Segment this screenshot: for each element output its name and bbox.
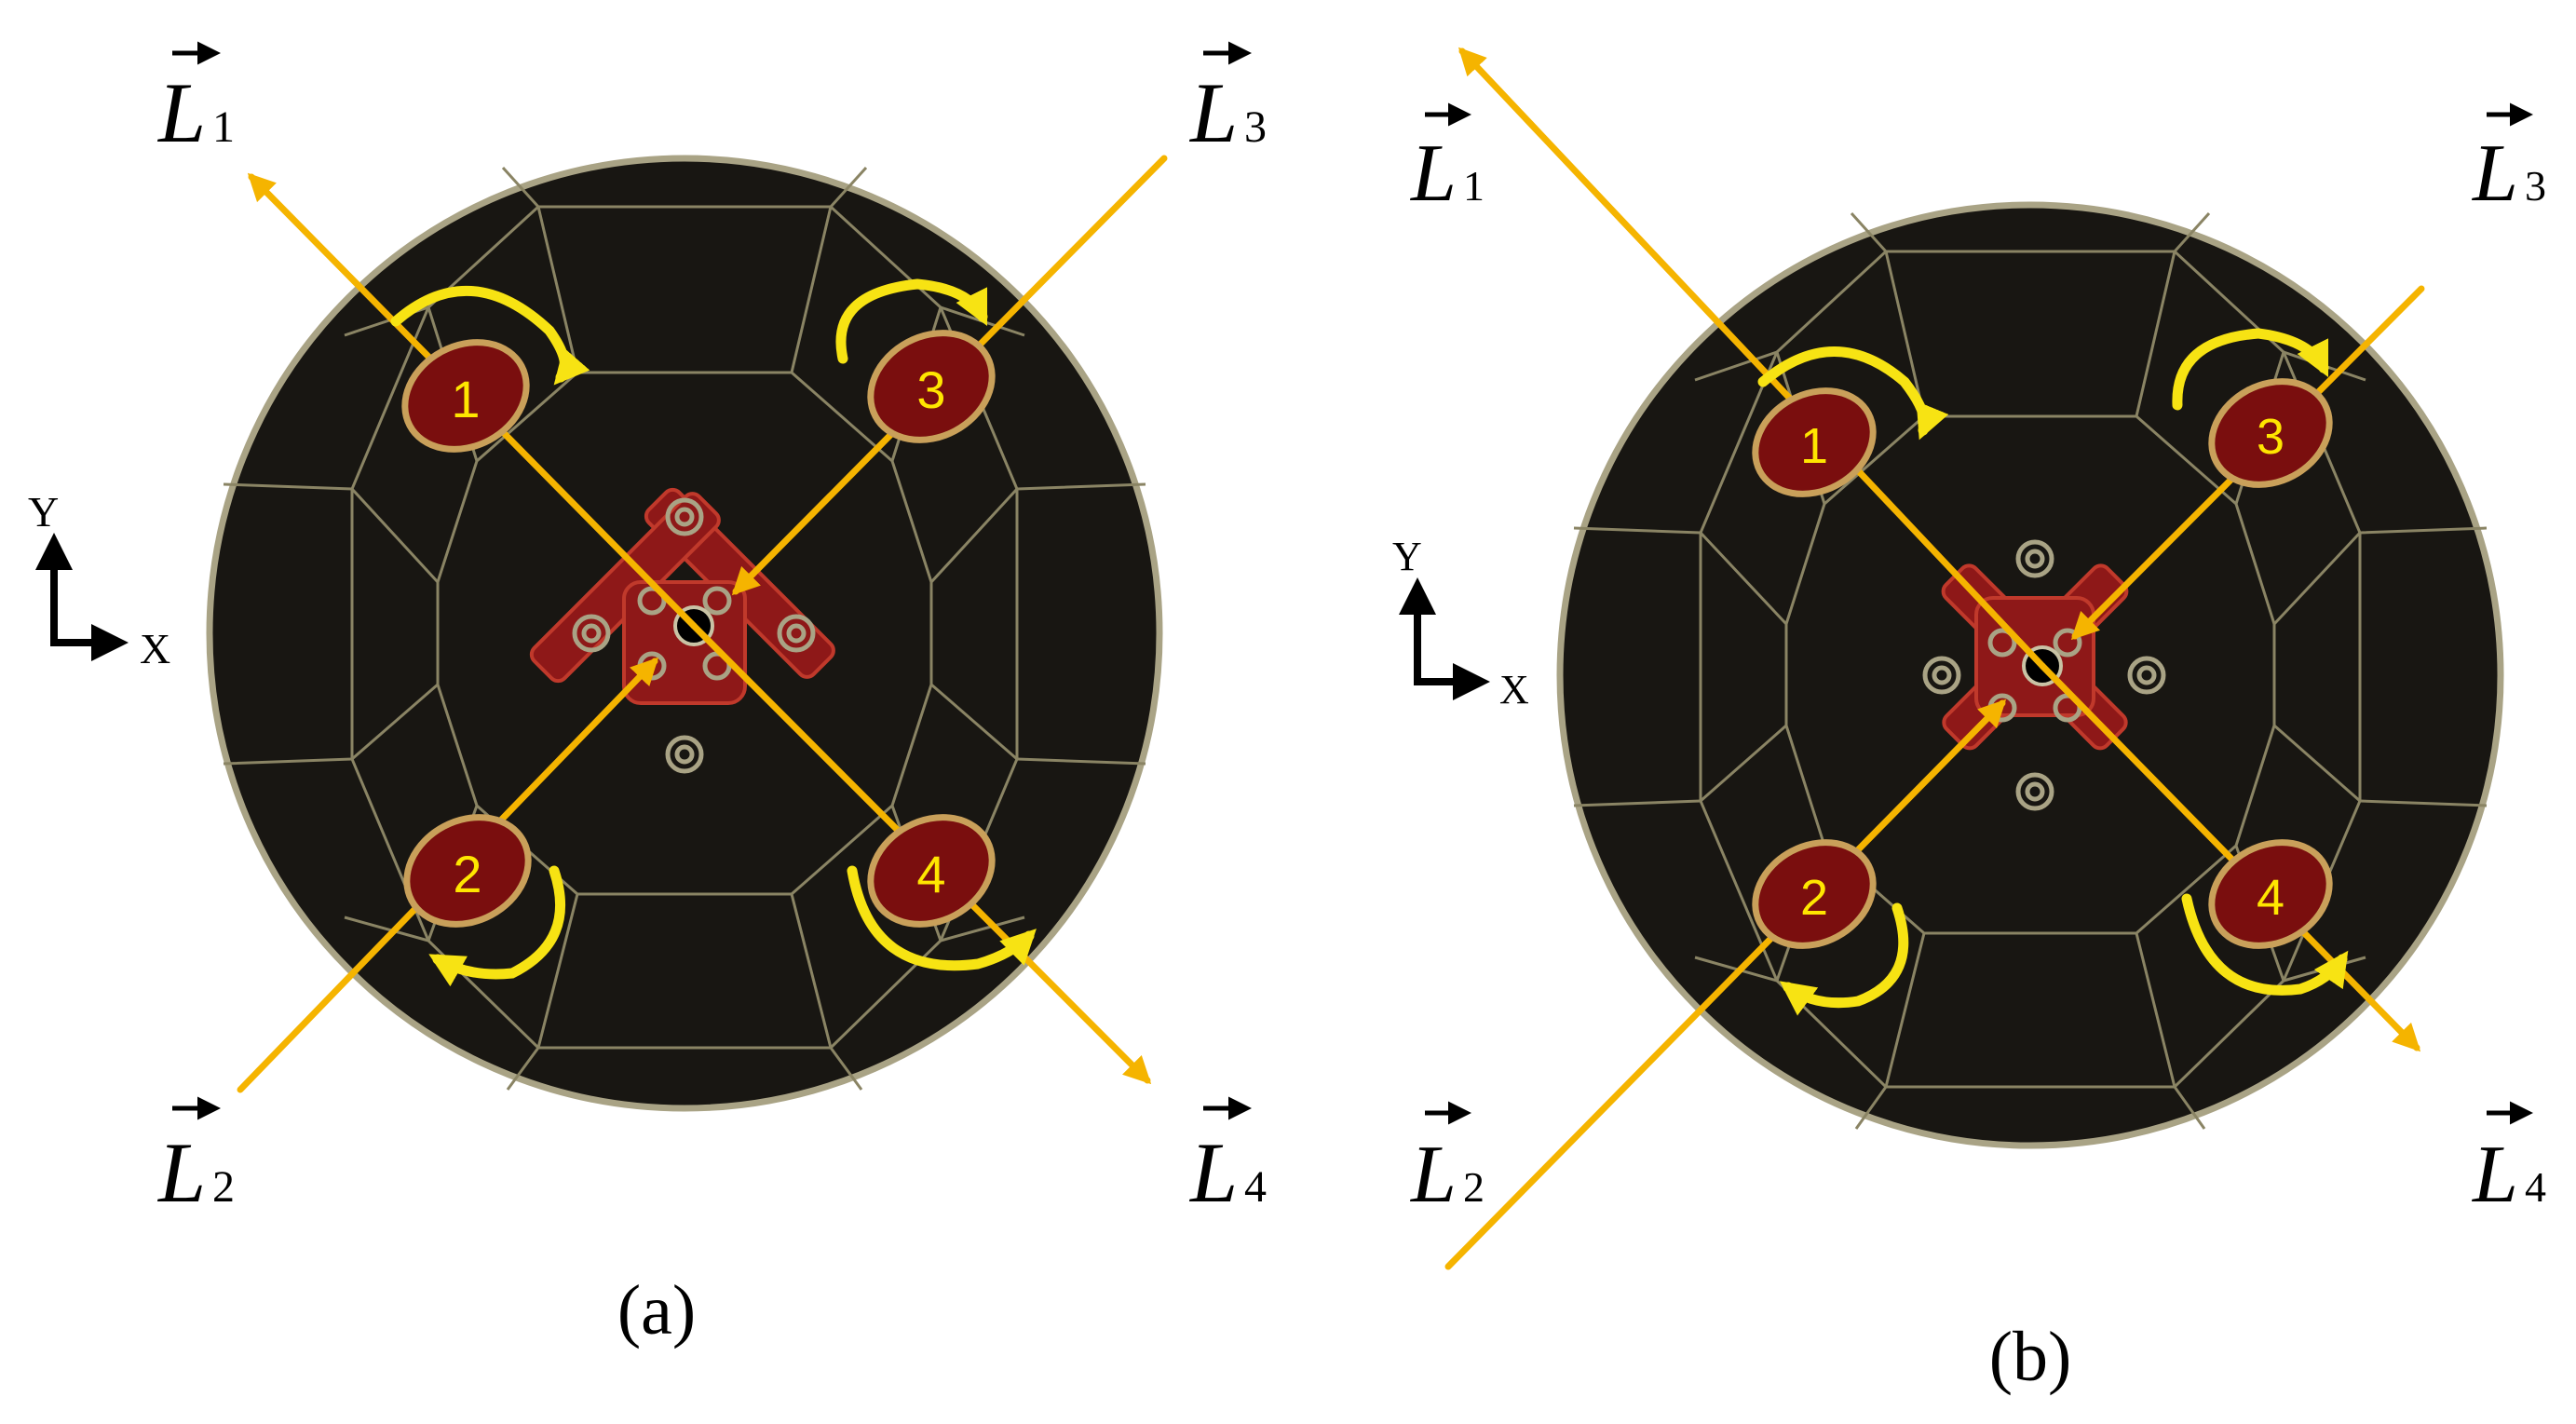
axis-indicator: Y X: [28, 488, 170, 672]
motor-1-label: 1: [451, 370, 480, 428]
vector-l4-label: L 4: [1188, 1096, 1267, 1220]
vector-l4-label: L 4: [2471, 1101, 2546, 1220]
motors: 1 3 2 4: [401, 330, 996, 928]
vector-l1-label: L 1: [1409, 102, 1485, 219]
ball-seams: [223, 166, 1146, 1091]
panel-b-caption: (b): [1989, 1318, 2072, 1396]
axis-x-label: X: [140, 625, 170, 672]
motor-3-label: 3: [916, 360, 945, 419]
svg-text:2: 2: [212, 1162, 235, 1212]
svg-text:4: 4: [1244, 1162, 1267, 1212]
svg-text:L: L: [156, 65, 206, 160]
svg-text:3: 3: [2525, 162, 2546, 210]
svg-text:1: 1: [212, 102, 235, 152]
rotation-arrows: [390, 278, 1037, 987]
motor-1-label: 1: [1800, 418, 1828, 474]
svg-text:L: L: [1188, 1125, 1238, 1220]
rotation-arrow-motor-4: [2181, 893, 2349, 996]
svg-text:L: L: [1409, 129, 1457, 219]
motor-1: 1: [401, 339, 530, 453]
vector-labels: L 1 L 3 L 2 L 4: [156, 41, 1267, 1220]
axis-indicator: Y X: [1392, 534, 1529, 712]
svg-text:4: 4: [2525, 1163, 2546, 1211]
vector-l3-label: L 3: [1188, 41, 1267, 160]
rotation-arrow-motor-2: [428, 865, 565, 987]
motor-1: 1: [1752, 387, 1877, 497]
vector-labels: L 1 L 3 L 2 L 4: [1409, 102, 2546, 1220]
vector-l1-label: L 1: [156, 41, 235, 160]
vector-l3-label: L 3: [2471, 102, 2546, 219]
panel-b: 1 3 2 4 L 1 L 3: [1392, 47, 2546, 1396]
axis-x-label: X: [1499, 667, 1529, 712]
rotation-arrow-motor-4: [847, 865, 1037, 971]
svg-text:3: 3: [1244, 102, 1267, 152]
rotation-arrow-motor-1: [390, 285, 590, 386]
rotation-arrow-motor-3: [2172, 328, 2329, 411]
svg-text:L: L: [2471, 1130, 2518, 1220]
svg-text:L: L: [156, 1125, 206, 1220]
motor-4: 4: [867, 814, 996, 928]
axis-y-label: Y: [28, 488, 59, 536]
motor-4-label: 4: [2257, 870, 2285, 926]
motor-3: 3: [867, 330, 996, 443]
vector-l2-label: L 2: [1409, 1101, 1485, 1220]
vector-l2-arrow: [1444, 698, 2007, 1270]
rotation-arrow-motor-1: [1757, 346, 1949, 441]
motor-4: 4: [2208, 839, 2333, 949]
vector-l4-arrow: [2039, 662, 2421, 1052]
rotation-arrow-motor-3: [835, 278, 988, 364]
axis-y-label: Y: [1392, 534, 1422, 579]
motor-2-label: 2: [1800, 870, 1828, 926]
svg-text:L: L: [1409, 1130, 1457, 1220]
motor-2: 2: [1752, 839, 1877, 949]
svg-text:1: 1: [1463, 162, 1485, 210]
panel-a-caption: (a): [617, 1271, 696, 1349]
vector-l2-label: L 2: [156, 1096, 235, 1220]
vector-l1-arrow: [1457, 47, 2046, 670]
leg-vectors: [1444, 47, 2425, 1270]
motor-2: 2: [403, 814, 532, 928]
rotation-arrow-motor-2: [1779, 902, 1909, 1016]
motors: 1 3 2 4: [1752, 378, 2333, 949]
motor-2-label: 2: [453, 845, 481, 903]
rotation-arrows: [1757, 328, 2349, 1016]
motor-4-label: 4: [916, 845, 945, 903]
panel-a: 1 3 2 4 L 1 L 3: [28, 41, 1267, 1349]
motor-3: 3: [2208, 378, 2333, 488]
motor-3-label: 3: [2257, 409, 2285, 465]
svg-text:L: L: [2471, 129, 2518, 219]
svg-text:L: L: [1188, 65, 1238, 160]
svg-text:2: 2: [1463, 1163, 1485, 1211]
